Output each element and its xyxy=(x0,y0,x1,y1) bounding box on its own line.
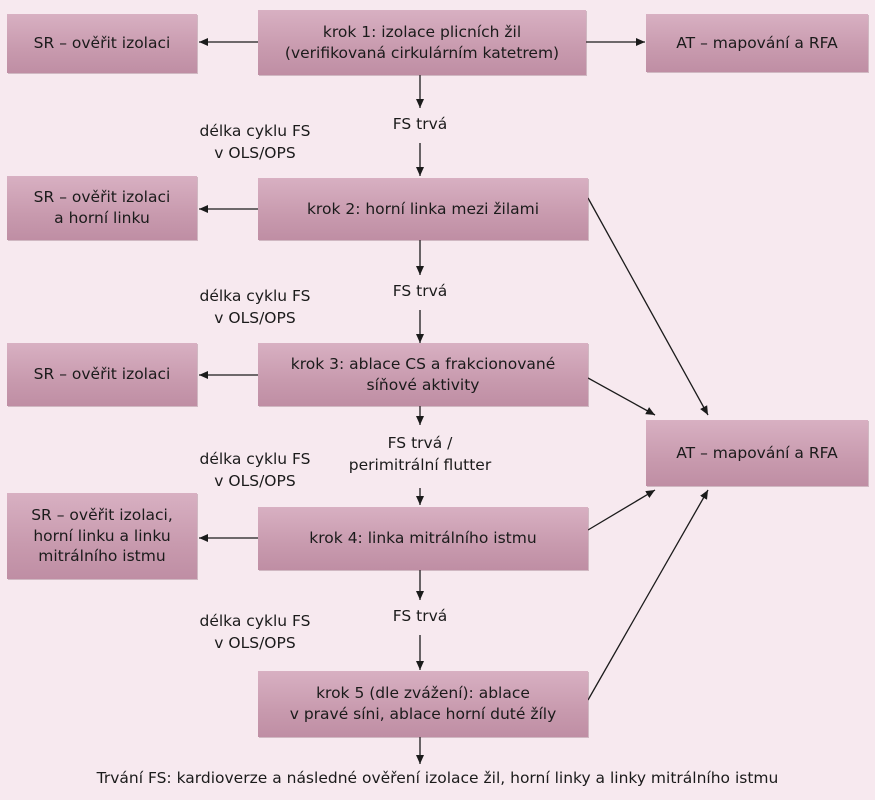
step3-box: krok 3: ablace CS a frakcionované síňové… xyxy=(258,343,588,406)
fs-persists-label-3: FS trvá / perimitrální flutter xyxy=(348,434,492,475)
step5-box: krok 5 (dle zvážení): ablace v pravé sín… xyxy=(258,671,588,737)
footer-note: Trvání FS: kardioverze a následné ověřen… xyxy=(96,769,779,787)
arrow-step4-to-at2 xyxy=(587,489,656,531)
fs-persists-label-1: FS trvá xyxy=(392,115,448,133)
at-box-2: AT – mapování a RFA xyxy=(646,420,868,486)
cycle-length-label-4: délka cyklu FS v OLS/OPS xyxy=(199,612,311,653)
cycle-length-label-3: délka cyklu FS v OLS/OPS xyxy=(199,450,311,491)
step2-box: krok 2: horní linka mezi žilami xyxy=(258,178,588,240)
arrow-step2-to-at2 xyxy=(587,197,709,416)
cycle-length-label-1: délka cyklu FS v OLS/OPS xyxy=(199,122,311,163)
cycle-length-label-2: délka cyklu FS v OLS/OPS xyxy=(199,287,311,328)
sr-box-3: SR – ověřit izolaci xyxy=(7,343,197,406)
arrow-step3-to-at2 xyxy=(587,377,656,416)
step1-box: krok 1: izolace plicních žil (verifikova… xyxy=(258,10,586,75)
arrow-step5-to-at2 xyxy=(587,489,709,701)
sr-box-4: SR – ověřit izolaci, horní linku a linku… xyxy=(7,493,197,579)
sr-box-1: SR – ověřit izolaci xyxy=(7,14,197,73)
step4-box: krok 4: linka mitrálního istmu xyxy=(258,507,588,570)
fs-persists-label-2: FS trvá xyxy=(392,282,448,300)
at-box-1: AT – mapování a RFA xyxy=(646,14,868,72)
sr-box-2: SR – ověřit izolaci a horní linku xyxy=(7,176,197,240)
fs-persists-label-4: FS trvá xyxy=(392,607,448,625)
